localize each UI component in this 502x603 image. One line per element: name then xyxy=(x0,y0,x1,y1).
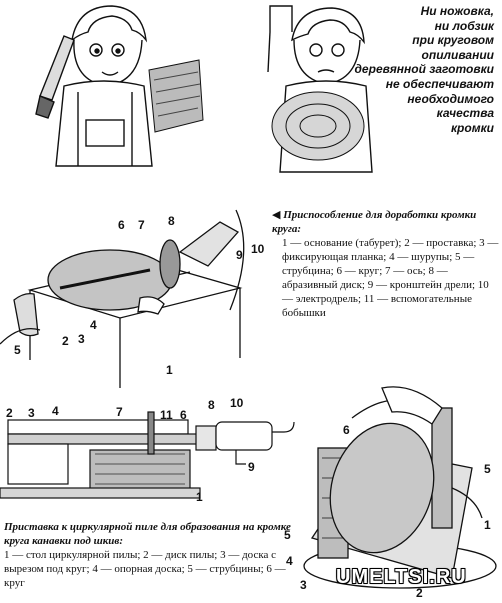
note-line: Ни ножовка, xyxy=(420,4,494,18)
figure-cross-section xyxy=(0,411,295,499)
note-line: деревянной заготовки xyxy=(354,62,494,77)
callout-label: 7 xyxy=(116,405,123,419)
callout-label: 3 xyxy=(78,332,85,346)
note-line: ни лобзик xyxy=(434,18,494,33)
callout-label: 10 xyxy=(251,242,265,256)
caption-heading: Приставка к циркулярной пиле для образов… xyxy=(4,521,291,547)
watermark: UMELTSI.RU xyxy=(336,566,467,588)
callout-label: 6 xyxy=(343,423,350,437)
callout-label: 4 xyxy=(286,554,293,568)
note-line: не обеспечивают xyxy=(385,76,494,91)
callout-label: 3 xyxy=(300,578,307,592)
note-line: кромки xyxy=(450,120,494,135)
note-line: необходимого xyxy=(407,91,494,106)
cartoon-boy-with-saw xyxy=(35,5,204,167)
callout-label: 6 xyxy=(118,218,125,232)
callout-label: 5 xyxy=(484,462,491,476)
callout-label: 2 xyxy=(6,406,13,420)
callout-label: 3 xyxy=(28,406,35,420)
callout-label: 9 xyxy=(236,248,243,262)
callout-label: 2 xyxy=(416,586,423,600)
callout-label: 4 xyxy=(52,404,59,418)
callout-label: 8 xyxy=(168,214,175,228)
callout-label: 9 xyxy=(248,460,255,474)
callout-label: 11 xyxy=(160,408,173,422)
callout-label: 8 xyxy=(208,398,215,412)
callout-label: 1 xyxy=(196,490,203,504)
callout-label: 4 xyxy=(90,318,97,332)
side-note: Ни ножовка, ни лобзик при круговом опили… xyxy=(334,4,494,135)
caption-heading-text: Приспособление для доработки кромки круг… xyxy=(272,209,477,235)
figure-saw-attachment xyxy=(303,386,497,589)
figure-stool-jig xyxy=(0,209,245,388)
callout-label: 5 xyxy=(284,528,291,542)
callout-label: 2 xyxy=(62,334,69,348)
note-line: при круговом xyxy=(412,33,494,48)
callout-label: 5 xyxy=(14,343,21,357)
cartoon-boy-with-fretsaw xyxy=(267,5,373,173)
callout-label: 1 xyxy=(484,518,491,532)
note-line: качества xyxy=(436,106,494,121)
callout-label: 10 xyxy=(230,396,244,410)
marker-triangle-icon: ◀ xyxy=(272,209,281,221)
caption-heading: ◀ Приспособление для доработки кромки кр… xyxy=(272,208,500,236)
caption-stool-jig: ◀ Приспособление для доработки кромки кр… xyxy=(272,208,500,320)
note-line: опиливании xyxy=(421,47,494,62)
callout-label: 7 xyxy=(138,218,145,232)
callout-label: 6 xyxy=(180,408,187,422)
caption-body: 1 — основание (табурет); 2 — проставка; … xyxy=(282,237,499,319)
callout-label: 1 xyxy=(166,363,173,377)
caption-body: 1 — стол циркулярной пилы; 2 — диск пилы… xyxy=(4,549,286,589)
caption-circular-saw: Приставка к циркулярной пиле для образов… xyxy=(4,520,292,590)
